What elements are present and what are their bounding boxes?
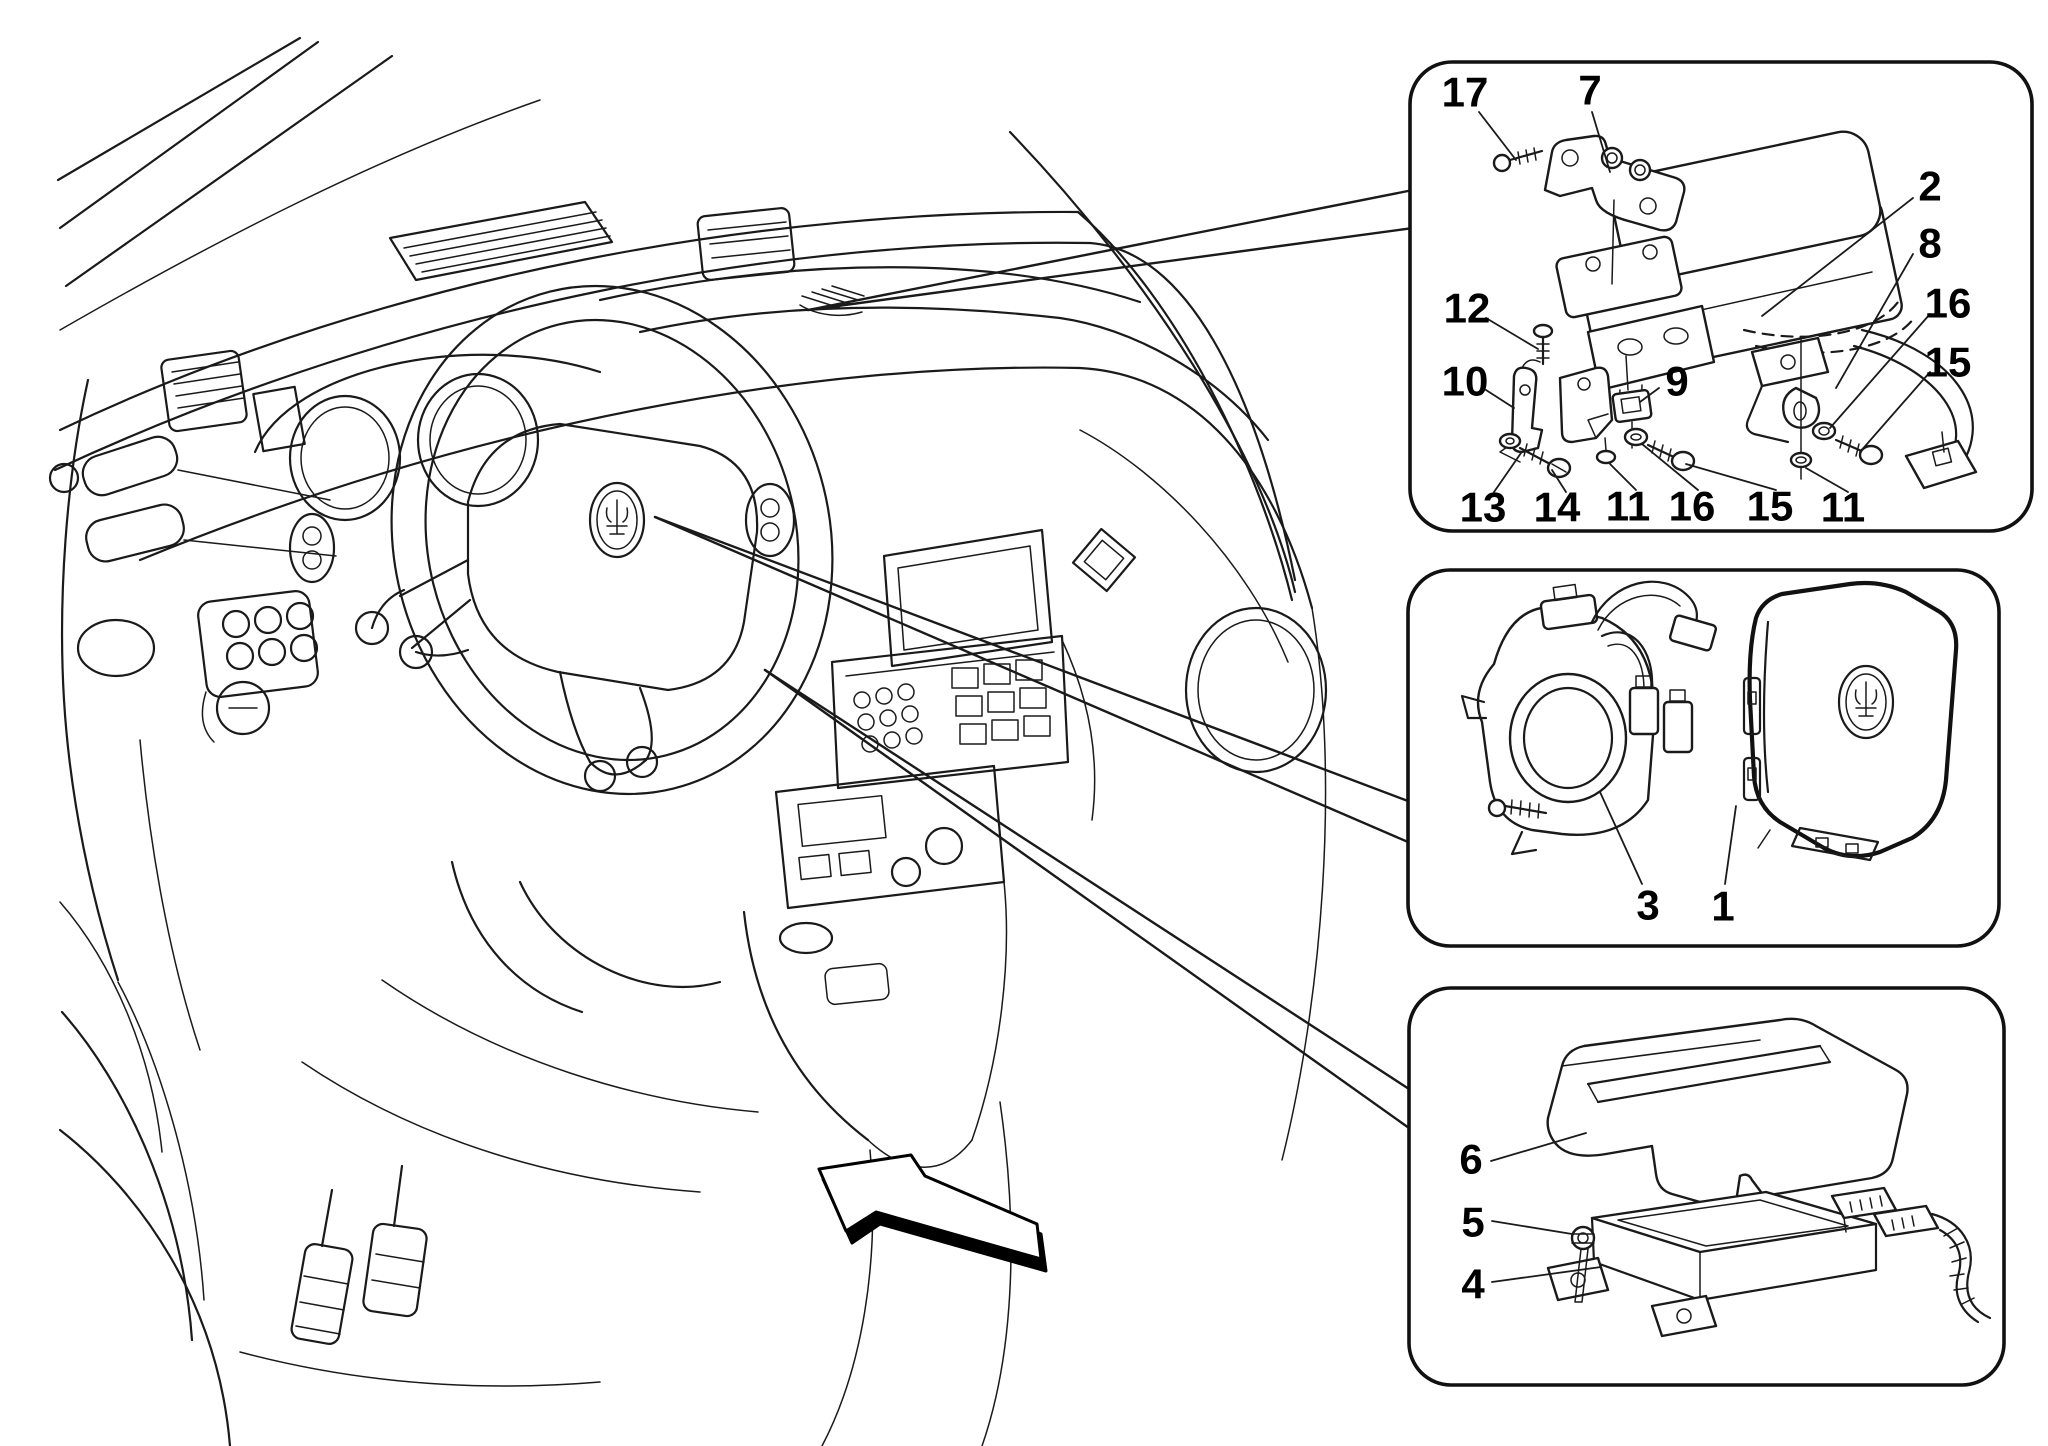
- switch-panel: [197, 590, 319, 743]
- maserati-trident-icon: [1837, 664, 1895, 740]
- part-label-11: 11: [1606, 483, 1650, 530]
- part-label-6: 6: [1459, 1136, 1482, 1183]
- part-label-10: 10: [1442, 358, 1489, 405]
- wedge-bottom-a: [763, 668, 1411, 1091]
- part-label-8: 8: [1918, 220, 1941, 267]
- maserati-trident-icon: [588, 481, 646, 559]
- callout-box-airbag-control-unit: 17 7 2 8 16 15 12 10 9 13 14 11 16 15 11: [1408, 60, 2034, 533]
- column-stalks: [48, 435, 337, 563]
- right-mount-hardware: [1745, 336, 1884, 480]
- wedge-top-b: [806, 226, 1415, 312]
- part-label-11b: 11: [1821, 484, 1865, 531]
- left-air-vent: [160, 349, 248, 433]
- wedge-middle-b: [653, 515, 1410, 844]
- airbag-control-unit: [1555, 130, 1978, 490]
- wedge-middle-a: [653, 515, 1410, 803]
- part-label-16b: 16: [1669, 483, 1716, 530]
- part-label-2: 2: [1918, 163, 1941, 210]
- driver-airbag-pad: [466, 422, 759, 692]
- part-label-17: 17: [1442, 69, 1489, 116]
- part-label-16: 16: [1925, 280, 1972, 327]
- middle-box-labels: 3 1: [1599, 791, 1737, 930]
- lower-dash: [301, 860, 759, 1193]
- windshield-lines: [53, 36, 1297, 602]
- center-console: [742, 528, 1070, 1446]
- instrument-cluster: [252, 353, 602, 522]
- ecu-cover: [1546, 1017, 1909, 1207]
- left-mount-hardware: [1498, 323, 1572, 479]
- passenger-side: [1061, 527, 1328, 821]
- radio-keys: [845, 651, 1055, 753]
- part-label-12: 12: [1444, 285, 1491, 332]
- door-panel: [60, 378, 201, 1051]
- part-label-3: 3: [1636, 882, 1659, 929]
- ecu-module: [1546, 1186, 1992, 1338]
- middle-mount-hardware: [1558, 355, 1696, 472]
- clock-spring: [1460, 580, 1718, 856]
- dashboard: [138, 200, 1328, 1161]
- part-label-1: 1: [1711, 883, 1734, 930]
- center-air-vent: [696, 207, 796, 281]
- direction-arrow: [817, 1153, 1048, 1273]
- part-label-7: 7: [1578, 67, 1601, 114]
- callout-box-steering-airbag: 3 1: [1406, 568, 2001, 948]
- part-label-15: 15: [1925, 339, 1972, 386]
- top-box-labels: 17 7 2 8 16 15 12 10 9 13 14 11 16 15 11: [1442, 67, 1972, 531]
- mounting-nut: [1570, 1225, 1596, 1303]
- steering-wheel: [288, 284, 834, 796]
- part-label-14: 14: [1534, 484, 1581, 531]
- defroster-grille: [388, 200, 614, 282]
- part-label-15b: 15: [1747, 483, 1794, 530]
- part-label-4: 4: [1461, 1261, 1485, 1308]
- wedge-top-a: [806, 188, 1415, 312]
- driver-airbag-module: [1742, 580, 1959, 862]
- part-label-9: 9: [1665, 358, 1688, 405]
- bottom-box-labels: 6 5 4: [1459, 1132, 1602, 1308]
- wedge-bottom-b: [763, 668, 1411, 1130]
- pedals: [239, 1164, 601, 1387]
- car-interior-line-art: [48, 36, 1328, 1446]
- callout-leader-wedges: [653, 188, 1415, 1130]
- part-label-5: 5: [1461, 1199, 1484, 1246]
- part-label-13: 13: [1460, 484, 1507, 531]
- seat: [58, 901, 232, 1446]
- callout-box-airbag-ecu: 6 5 4: [1407, 986, 2006, 1387]
